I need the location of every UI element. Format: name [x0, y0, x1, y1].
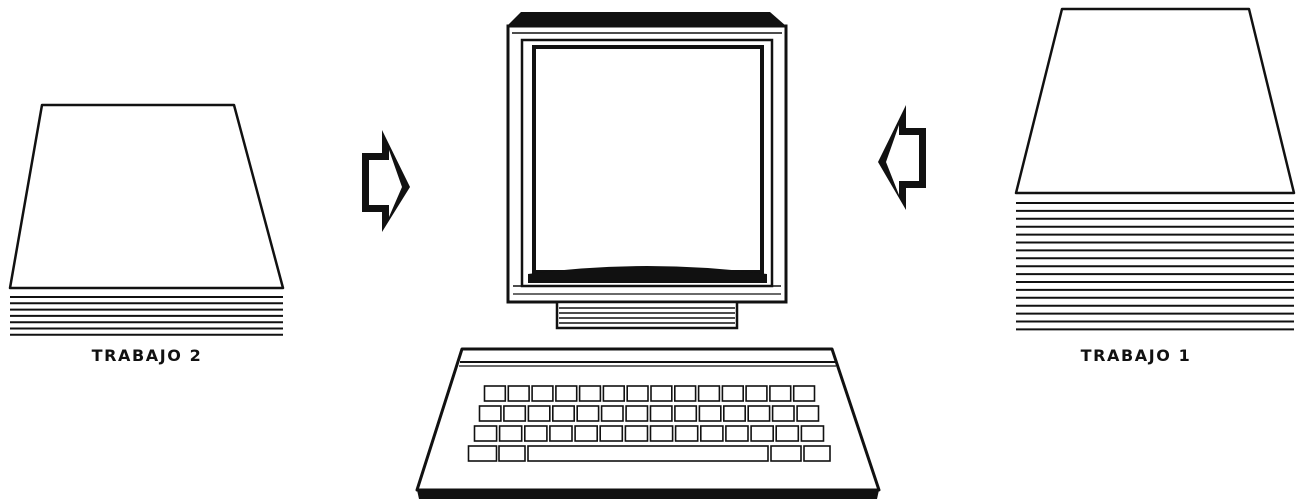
key: [794, 386, 815, 401]
key: [525, 426, 547, 441]
key: [722, 386, 743, 401]
key: [577, 406, 598, 421]
key: [746, 386, 767, 401]
key: [575, 426, 597, 441]
key: [528, 406, 549, 421]
right-arrow-icon: [362, 130, 410, 232]
key: [475, 426, 497, 441]
monitor-screen: [534, 47, 762, 272]
job-2-top-sheet: [10, 105, 283, 288]
keyboard-base: [417, 490, 879, 499]
key: [676, 426, 698, 441]
key: [726, 426, 748, 441]
left-arrow-icon: [878, 105, 926, 210]
keyboard: [417, 349, 879, 499]
key: [580, 386, 601, 401]
key: [499, 446, 525, 461]
job-1-stack: [1016, 9, 1294, 329]
key: [776, 426, 798, 441]
key: [748, 406, 769, 421]
key: [556, 386, 577, 401]
key: [603, 386, 624, 401]
key: [724, 406, 745, 421]
key: [553, 406, 574, 421]
key: [773, 406, 794, 421]
monitor-top-cap: [507, 12, 786, 26]
key: [602, 406, 623, 421]
key: [651, 426, 673, 441]
job-1-label: TRABAJO 1: [1081, 346, 1192, 365]
key: [508, 386, 529, 401]
key: [550, 426, 572, 441]
key: [626, 406, 647, 421]
key: [699, 406, 720, 421]
key: [701, 426, 723, 441]
key: [627, 386, 648, 401]
job-2-stack: [10, 105, 283, 335]
key: [625, 426, 647, 441]
key: [651, 406, 672, 421]
key: [804, 446, 830, 461]
job-1-sheet-edges: [1016, 203, 1294, 329]
monitor-stand: [557, 302, 737, 328]
job-2-label: TRABAJO 2: [92, 346, 203, 365]
job-2-sheet-edges: [10, 297, 283, 335]
key: [699, 386, 720, 401]
key: [504, 406, 525, 421]
key: [797, 406, 818, 421]
key: [600, 426, 622, 441]
key: [469, 446, 497, 461]
key: [480, 406, 501, 421]
key: [801, 426, 823, 441]
key: [651, 386, 672, 401]
key: [770, 386, 791, 401]
key: [675, 386, 696, 401]
space-key: [528, 446, 768, 461]
key: [485, 386, 506, 401]
key: [771, 446, 801, 461]
key: [751, 426, 773, 441]
key: [532, 386, 553, 401]
key: [675, 406, 696, 421]
monitor: [507, 12, 786, 328]
key: [500, 426, 522, 441]
job-1-top-sheet: [1016, 9, 1294, 193]
